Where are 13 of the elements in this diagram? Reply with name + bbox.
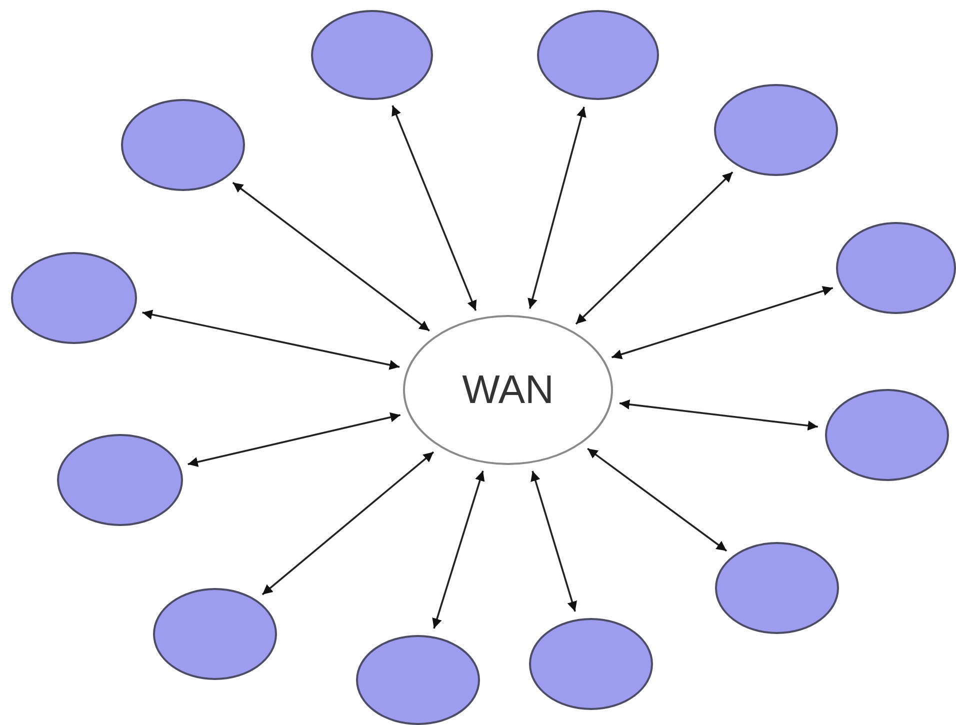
double-arrow <box>188 412 401 467</box>
double-arrow <box>587 448 728 552</box>
double-arrow <box>530 470 577 612</box>
double-arrow <box>142 310 400 370</box>
double-arrow <box>528 106 586 309</box>
double-arrow <box>619 399 818 431</box>
double-arrow <box>392 105 477 311</box>
double-arrow <box>575 171 734 325</box>
double-arrow <box>232 182 430 332</box>
double-arrow <box>611 286 834 360</box>
node-label: WAN <box>462 368 554 412</box>
double-arrow <box>262 451 434 596</box>
double-arrow <box>432 470 485 629</box>
